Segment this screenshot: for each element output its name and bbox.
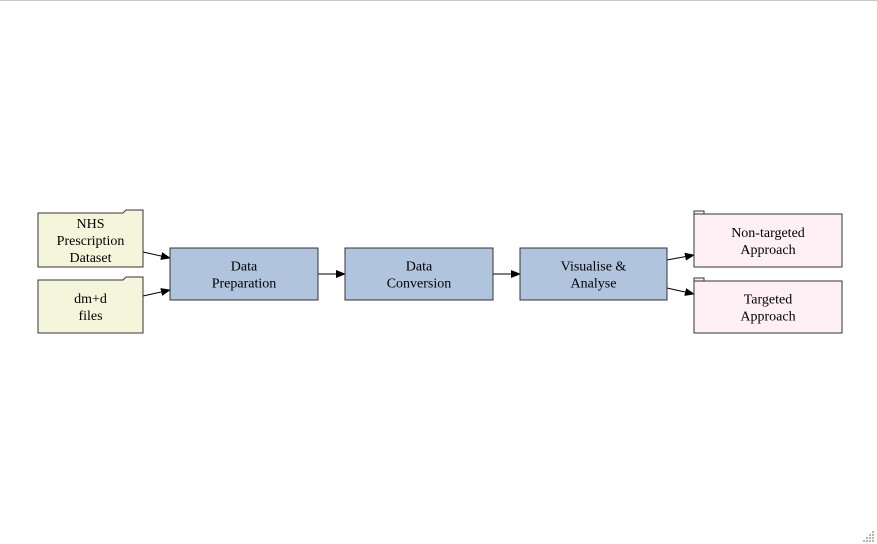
node-shape [37,276,144,334]
resize-grip-icon[interactable] [863,530,875,542]
node-label-line: Approach [740,310,795,325]
node-shape [693,277,843,334]
edge-visualise-analyse-to-targeted [666,287,695,296]
node-shape [37,209,144,268]
node-visualise-analyse[interactable]: Visualise & Analyse [519,247,668,301]
edge-visualise-analyse-to-non-targeted [666,252,695,261]
node-label-line: Data [406,260,433,275]
node-label-line: Conversion [387,277,452,292]
top-divider [0,0,877,1]
node-label-line: Visualise & [561,260,627,275]
node-shape [344,247,494,301]
node-label-line: Data [231,260,258,275]
node-label-line: NHS [76,217,104,232]
node-label-line: Targeted [744,293,793,308]
node-label-line: Prescription [57,234,125,249]
node-label-line: Approach [740,243,795,258]
node-label-line: Non-targeted [731,226,805,241]
node-label-line: Preparation [212,277,277,292]
node-label-line: files [78,309,102,324]
node-label-line: dm+d [74,292,107,307]
node-label-line: Analyse [571,277,617,292]
node-label-line: Dataset [70,251,112,266]
edges [142,251,695,297]
node-shape [693,210,843,268]
edge-nhs-dataset-to-data-preparation [142,251,171,260]
node-shape [519,247,668,301]
node-dmd-files[interactable]: dm+d files [37,276,144,334]
edge-dmd-files-to-data-preparation [142,288,171,297]
node-shape [169,247,319,301]
